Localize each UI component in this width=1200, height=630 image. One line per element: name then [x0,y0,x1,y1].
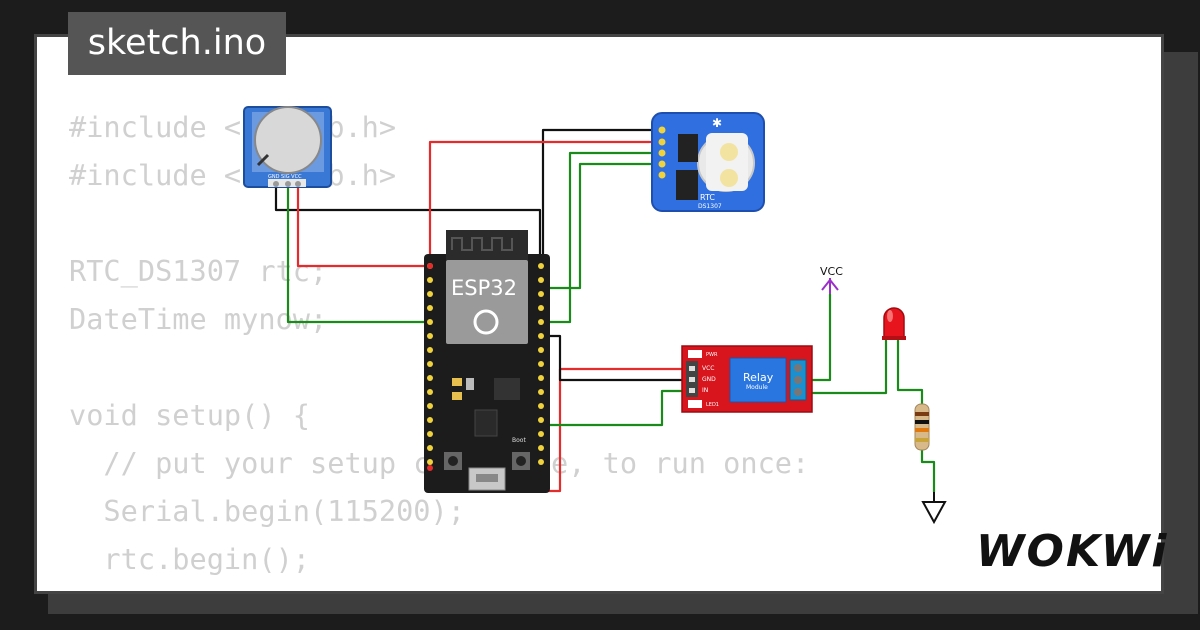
relay-sublabel: Module [746,384,768,391]
vcc-label: VCC [820,265,843,278]
rtc-module[interactable]: RTC DS1307 ✱ [651,112,765,212]
wire-vcc-com [808,294,832,382]
rtc-label: RTC [700,193,715,202]
wire-relay-gnd [540,334,692,382]
code-line-9: Serial.begin(115200); [69,494,465,528]
ground-symbol[interactable] [921,492,947,525]
esp32-board[interactable]: ESP32 Boot [424,230,550,493]
code-line-7: void setup() { [69,398,311,432]
wire-rtc-5v [428,140,662,266]
wokwi-logo: WOKWi [976,526,1169,577]
code-line-8: // put your setup code here, to run once… [103,446,810,480]
resistor[interactable] [914,403,930,451]
wire-rtc-sda [540,151,662,324]
boot-label: Boot [512,437,526,444]
wire-no-led [808,340,888,395]
project-card[interactable]: #include <RTClib.h>#include <RTClib.h>RT… [34,34,1164,594]
wire-rtc-gnd [541,128,662,264]
potentiometer[interactable]: GND SIG VCC [243,106,332,188]
wire-pot-vcc [296,186,430,268]
relay-module[interactable]: Relay Module VCC GND IN PWR LED1 [681,345,813,413]
code-line-5: DateTime mynow; [69,302,328,336]
red-led[interactable] [882,307,906,340]
relay-led-label: LED1 [706,402,719,408]
adafruit-star-icon: ✱ [712,116,722,130]
esp32-label: ESP32 [451,276,517,300]
relay-pin-gnd: GND [702,376,716,383]
relay-pin-in: IN [702,387,708,394]
vcc-power-symbol[interactable]: VCC [820,265,843,294]
code-line-11: Wire.begin(); [69,583,809,591]
code-line-4: RTC_DS1307 rtc; [69,254,328,288]
rtc-model: DS1307 [698,203,722,210]
relay-label: Relay [743,371,774,384]
wire-led-res [896,340,924,404]
wire-relay-in [540,389,692,427]
file-tab[interactable]: sketch.ino [68,12,286,75]
relay-pwr-label: PWR [706,352,718,358]
pot-pin-labels: GND SIG VCC [268,174,302,180]
wire-pot-gnd [274,186,542,262]
wire-rtc-scl [540,162,662,290]
wire-res-gnd [920,450,936,492]
wire-pot-sig [286,186,430,324]
relay-pin-vcc: VCC [702,365,714,372]
code-line-10: rtc.begin(); [69,542,311,576]
